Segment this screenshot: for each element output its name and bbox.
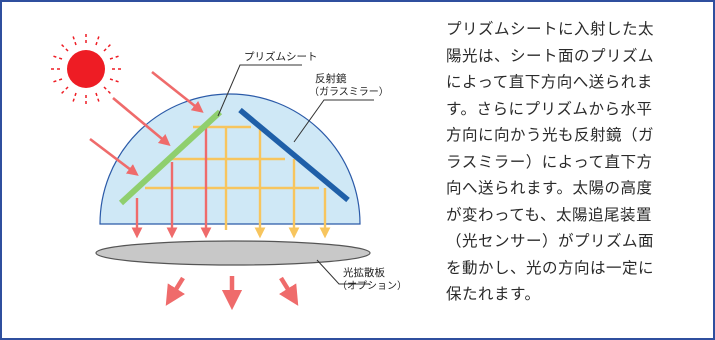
sun-icon [50, 33, 122, 105]
label-mirror-2: （ガラスミラー） [309, 86, 389, 98]
output-arrows [165, 276, 299, 311]
label-mirror-1: 反射鏡 [315, 72, 347, 85]
leader-lines [217, 64, 374, 285]
skylight-diagram: プリズムシート 反射鏡 （ガラスミラー） 光拡散板 （オプション） [50, 33, 407, 311]
label-prism-sheet: プリズムシート [244, 50, 318, 63]
prism-sheet [118, 109, 223, 206]
sunlight-arrows [89, 70, 204, 176]
description-text: プリズムシートに入射した太 陽光は、シート面のプリズム によって直下方向へ送られ… [446, 20, 655, 303]
reflector-mirror [238, 107, 350, 203]
label-diffuser-1: 光拡散板 [343, 266, 385, 279]
redirected-arrows [131, 127, 212, 239]
diffuser-plate [95, 240, 371, 266]
label-diffuser-2: （オプション） [337, 280, 407, 292]
